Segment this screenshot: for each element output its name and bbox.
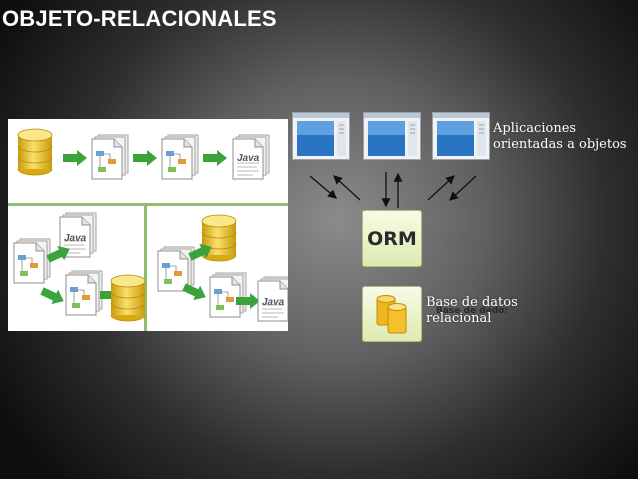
database-icon <box>110 274 146 322</box>
window-icon <box>432 112 490 160</box>
apps-caption-line2: orientadas a objetos <box>493 137 627 152</box>
database-icon <box>17 128 53 176</box>
flow-arrow-icon <box>38 283 68 309</box>
connector-arrows <box>309 172 477 208</box>
window-icon <box>363 112 421 160</box>
arrow-down-icon <box>309 175 337 199</box>
flow-arrow-icon <box>63 150 87 166</box>
orm-diagram-image: Java Java Java <box>8 119 288 331</box>
mapping-file-icon <box>161 134 199 180</box>
mapping-file-icon <box>65 270 103 316</box>
database-box <box>362 286 422 342</box>
orm-label: ORM <box>367 227 417 250</box>
db-ghost-label: Base de dado: <box>436 306 508 316</box>
flow-arrow-icon <box>133 150 157 166</box>
row-divider <box>8 203 288 206</box>
db-caption-line2: relacional <box>426 311 492 326</box>
arrow-down-icon <box>449 175 477 201</box>
java-file-label: Java <box>64 233 87 244</box>
bottom-right-flow: Java <box>157 214 288 322</box>
mapping-file-icon <box>209 272 247 318</box>
db-caption: Base de datos relacional <box>426 295 518 327</box>
bottom-left-flow: Java <box>13 212 146 322</box>
db-caption-line1: Base de datos <box>426 295 518 310</box>
apps-caption: Aplicaciones orientadas a objetos <box>493 121 627 153</box>
java-file-label: Java <box>262 297 285 308</box>
window-icon <box>292 112 350 160</box>
slide-title: OBJETO-RELACIONALES <box>2 6 277 31</box>
mapping-file-icon <box>91 134 129 180</box>
arrow-up-icon <box>333 175 361 201</box>
java-file-label: Java <box>237 153 260 164</box>
flow-arrow-icon <box>203 150 227 166</box>
mapping-file-icon <box>13 238 51 284</box>
database-stack-icon <box>376 295 407 334</box>
top-row: Java <box>17 128 270 180</box>
column-divider <box>144 206 147 331</box>
apps-caption-line1: Aplicaciones <box>493 121 577 136</box>
arrow-up-icon <box>427 175 455 201</box>
orm-box: ORM <box>362 210 422 267</box>
